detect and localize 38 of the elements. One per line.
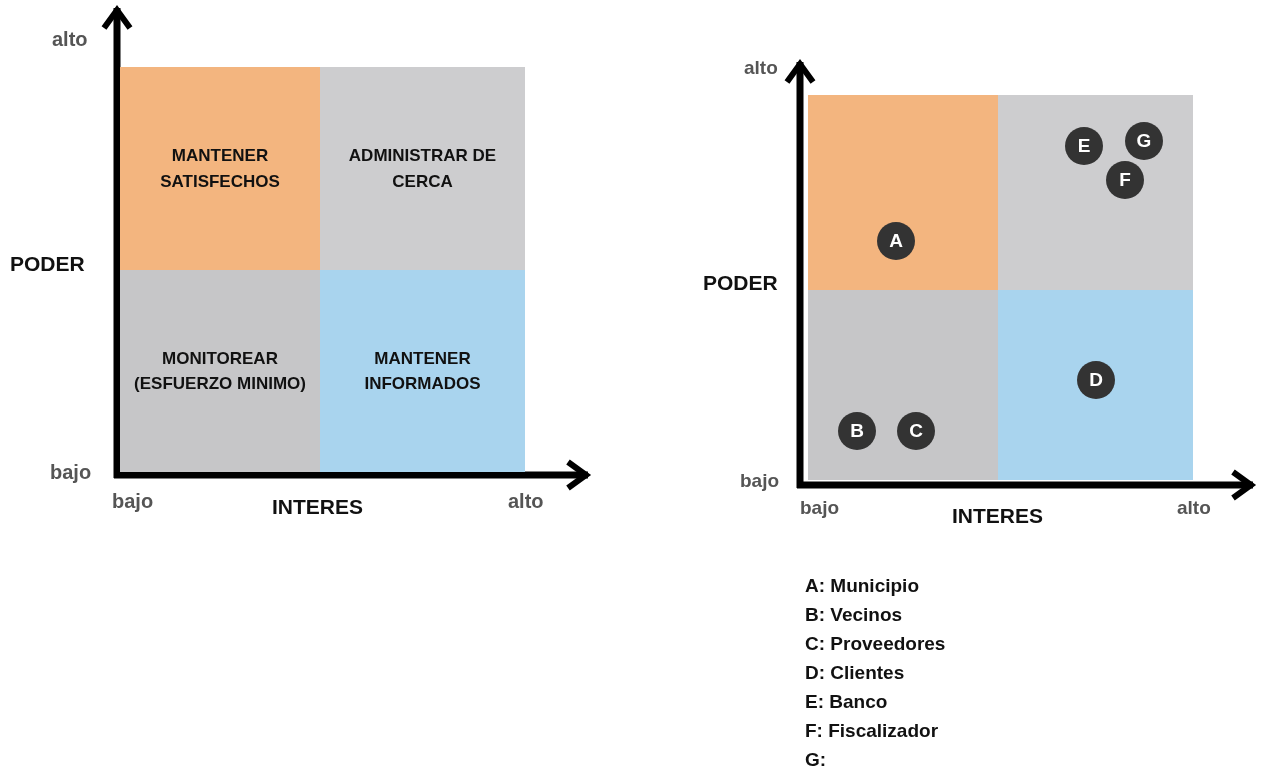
axis-tick-label: alto (508, 490, 544, 513)
key-entry: A: Municipio (805, 575, 919, 597)
axis-tick-label: alto (52, 28, 88, 51)
marker-circle: A (877, 222, 915, 260)
quadrant (320, 67, 525, 270)
quadrant (320, 270, 525, 472)
axis-title: PODER (703, 271, 778, 295)
axis-tick-label: bajo (800, 497, 840, 519)
quadrant (808, 290, 998, 480)
axis-tick-label: alto (1177, 497, 1211, 519)
quadrant-label: ADMINISTRAR DE CERCA (347, 145, 498, 193)
key-entry: D: Clientes (805, 662, 905, 684)
axis-title: INTERES (952, 504, 1043, 528)
axis-title: PODER (10, 252, 85, 276)
key-entry: F: Fiscalizador (805, 720, 939, 742)
quadrant-label: MANTENER SATISFECHOS (159, 145, 281, 193)
marker-circle: C (897, 412, 935, 450)
axis-tick-label: bajo (50, 461, 92, 484)
quadrant-label: MONITOREAR (ESFUERZO MINIMO) (133, 347, 307, 395)
axis-tick-label: bajo (740, 470, 780, 492)
quadrant (120, 67, 320, 270)
marker-circle: D (1077, 361, 1115, 399)
key-entry: G: (805, 749, 827, 771)
quadrant (808, 95, 998, 290)
axis-title: INTERES (272, 495, 363, 519)
quadrant (998, 95, 1193, 290)
key-entry: E: Banco (805, 691, 888, 713)
quadrant (120, 270, 320, 472)
marker-circle: E (1065, 127, 1103, 165)
key-entry: C: Proveedores (805, 633, 946, 655)
marker-circle: B (838, 412, 876, 450)
marker-circle: F (1106, 161, 1144, 199)
axis-tick-label: bajo (112, 490, 154, 513)
axis-tick-label: alto (744, 57, 778, 79)
quadrant (998, 290, 1193, 480)
marker-circle: G (1125, 122, 1163, 160)
key-entry: B: Vecinos (805, 604, 903, 626)
quadrant-label: MANTENER INFORMADOS (363, 347, 482, 395)
